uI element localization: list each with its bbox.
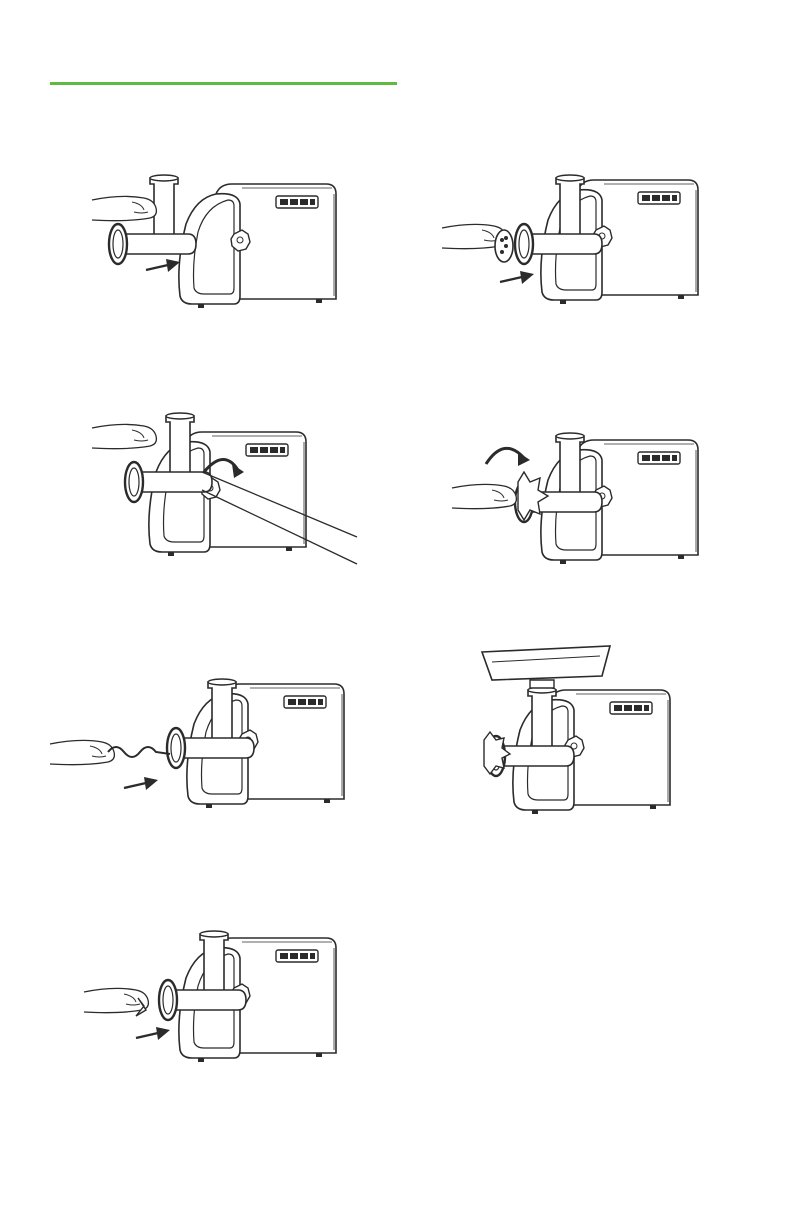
- step-5-figure: [442, 160, 712, 310]
- step-3-figure: [50, 676, 360, 818]
- insert-plate-illustration: [442, 160, 712, 310]
- insert-blade-illustration: [84, 928, 364, 1070]
- attach-tray-illustration: [470, 640, 720, 820]
- step-1-figure: [92, 172, 362, 312]
- tighten-ring-illustration: [452, 412, 722, 572]
- step-7-figure: [470, 640, 720, 820]
- header-accent-rule: [50, 82, 397, 85]
- step-6-figure: [452, 412, 722, 572]
- step-2-figure: [92, 412, 362, 572]
- hand-turn-lock-knob-illustration: [92, 412, 362, 572]
- grinder-head-insert-illustration: [92, 172, 362, 312]
- insert-auger-illustration: [50, 676, 360, 818]
- step-4-figure: [84, 928, 364, 1070]
